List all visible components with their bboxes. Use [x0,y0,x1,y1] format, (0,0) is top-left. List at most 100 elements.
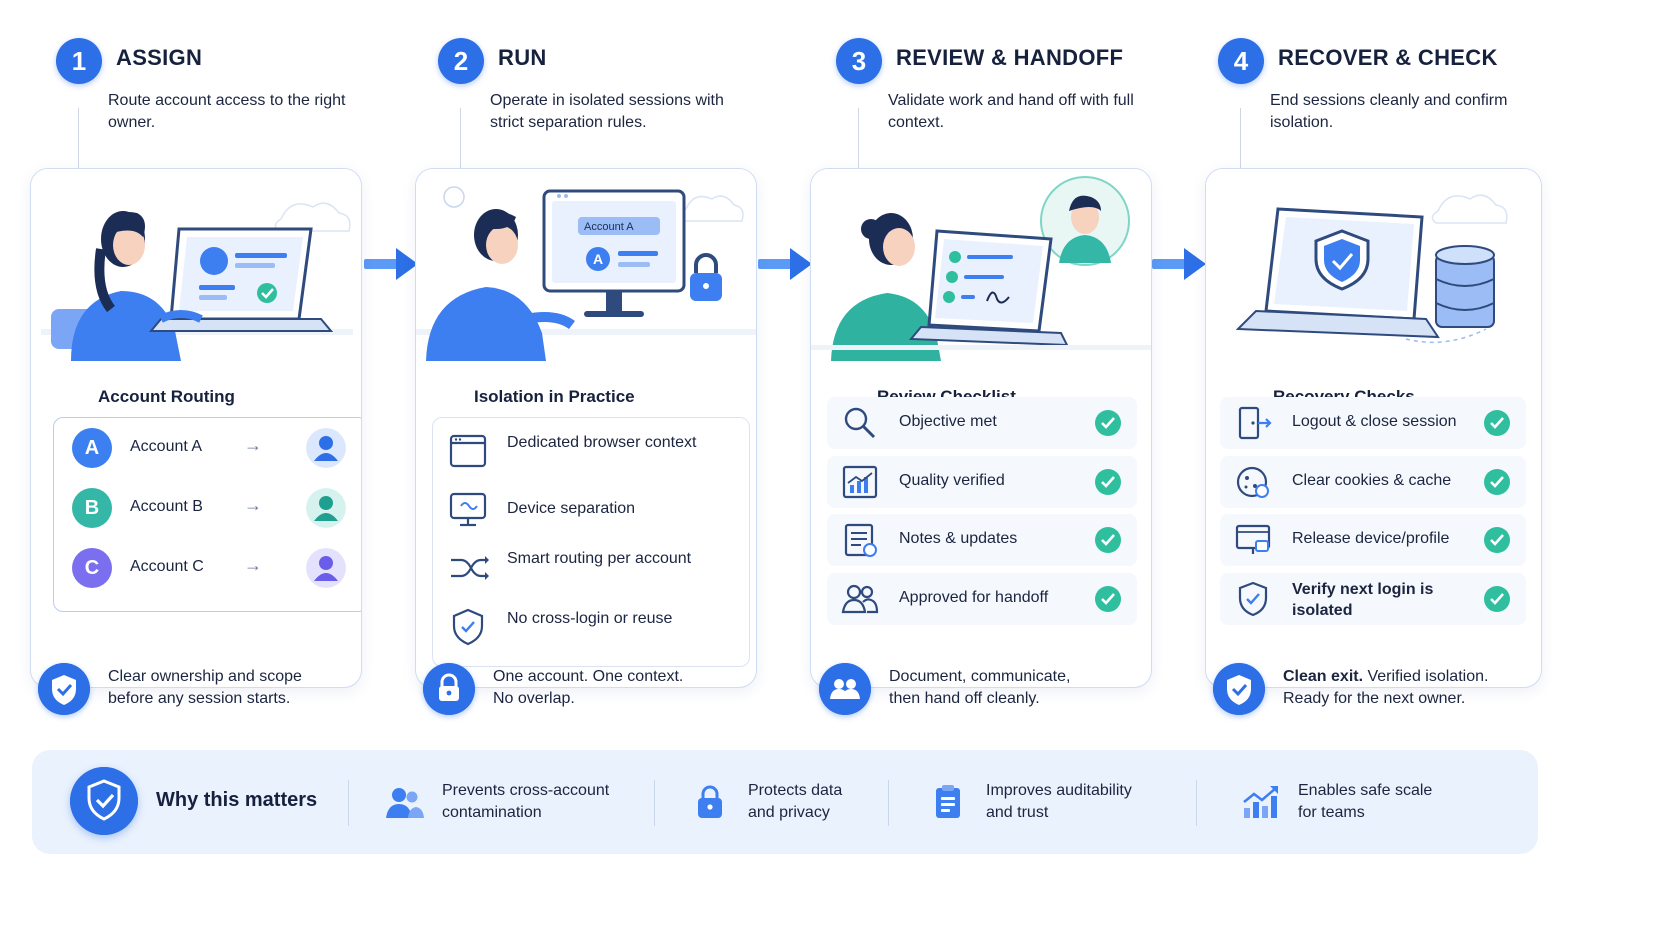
notes-icon [844,523,877,557]
people-icon [841,584,879,614]
banner-line: contamination [442,804,542,821]
user-avatar-icon [306,548,346,588]
check-icon [1484,469,1510,495]
isolation-text: Dedicated browser context [507,434,697,451]
card-title: Account Routing [98,387,235,406]
footer-text: Clean exit. Verified isolation. Ready fo… [1283,666,1603,710]
footer-line: Ready for the next owner. [1283,690,1466,707]
account-badge: A [72,428,112,468]
account-routing-card: Account Routing A Account A → B Account … [30,168,362,688]
reviewer-illustration [811,169,1151,361]
account-name: Account C [130,558,204,575]
checklist-text: Release device/profile [1292,530,1450,547]
isolation-text: No cross-login or reuse [507,610,673,627]
check-icon [1484,527,1510,553]
check-icon [1095,469,1121,495]
footer-line: before any session starts. [108,690,291,707]
isolation-list: Dedicated browser context Device separat… [432,417,750,667]
step-title: ASSIGN [116,45,203,70]
check-icon [1484,586,1510,612]
isolation-item: Smart routing per account [447,546,737,592]
check-icon [1095,410,1121,436]
screen-account-letter: A [593,251,603,267]
lock-icon [423,663,475,715]
flow-arrow-icon [1152,248,1206,280]
person-at-monitor-illustration: Account A A [416,169,756,361]
checklist-item: Verify next login is isolated [1220,573,1526,625]
routing-row-b: B Account B → [72,486,352,530]
why-this-matters-banner: Why this matters Prevents cross-account … [32,750,1538,854]
route-arrow: → [244,495,262,515]
isolation-text: Smart routing per account [507,550,692,567]
step-description: End sessions cleanly and confirm isolati… [1270,92,1508,131]
banner-item-text: Prevents cross-account contamination [442,780,662,824]
banner-title: Why this matters [156,789,318,811]
divider [888,780,889,826]
shield-check-icon [70,767,138,835]
routing-row-a: A Account A → [72,426,352,470]
footer-span: Verified isolation. [1363,668,1489,685]
step-description: Route account access to the right owner. [108,92,346,131]
step-description: Operate in isolated sessions with strict… [490,92,724,131]
banner-item-text: Protects data and privacy [748,780,968,824]
chart-icon [842,465,878,499]
check-icon [1484,410,1510,436]
browser-window-icon [449,434,487,468]
step-description: Validate work and hand off with full con… [888,92,1134,131]
footer-text: One account. One context. No overlap. [493,666,813,710]
screen-account-label: Account A [584,221,634,233]
routing-row-c: C Account C → [72,546,352,590]
checklist-item: Quality verified [827,456,1137,508]
secure-laptop-illustration [1206,169,1541,361]
banner-line: Protects data [748,782,843,799]
clipboard-icon [936,785,960,818]
cookie-icon [1236,466,1269,498]
shield-check-icon [1238,581,1268,617]
footer-line: Clear ownership and scope [108,668,302,685]
checklist-item: Logout & close session [1220,397,1526,449]
account-name: Account A [130,438,203,455]
checklist-item: Clear cookies & cache [1220,456,1526,508]
checklist-item: Notes & updates [827,514,1137,566]
footer-line: then hand off cleanly. [889,690,1040,707]
footer-line: Clean exit. Verified isolation. [1283,666,1603,688]
banner-line: and privacy [748,804,830,821]
routing-arrows-icon [451,556,489,580]
check-icon [1095,527,1121,553]
padlock-icon [698,785,722,818]
banner-line: Enables safe scale [1298,782,1433,799]
shield-check-icon [452,608,484,646]
shield-check-icon [38,663,90,715]
checklist-item: Approved for handoff [827,573,1137,625]
banner-line: Improves auditability [986,782,1132,799]
step-title: RECOVER & CHECK [1278,45,1498,70]
footer-text: Clear ownership and scope before any ses… [108,666,428,710]
shield-check-icon [1213,663,1265,715]
step-title: REVIEW & HANDOFF [896,45,1124,70]
team-icon [819,663,871,715]
isolation-card: Account A A Isolation in Practice Dedica… [415,168,757,688]
divider [654,780,655,826]
footer-bold: Clean exit. [1283,668,1364,685]
recovery-checks-card: Recovery Checks Logout & close session C… [1205,168,1542,688]
checklist-text: Verify next login is isolated [1292,581,1434,619]
step-number: 3 [836,38,882,84]
users-icon [386,788,424,818]
step-number: 1 [56,38,102,84]
review-checklist-card: Review Checklist Objective met Quality v… [810,168,1152,688]
flow-arrow-icon [758,248,812,280]
route-arrow: → [244,555,262,575]
banner-line: and trust [986,804,1049,821]
divider [1196,780,1197,826]
monitor-icon [449,492,487,527]
footer-line: No overlap. [493,690,575,707]
checklist-text: Notes & updates [899,530,1018,547]
banner-line: for teams [1298,804,1365,821]
card-title: Isolation in Practice [474,387,635,406]
banner-line: Prevents cross-account [442,782,610,799]
footer-line: Document, communicate, [889,668,1071,685]
logout-door-icon [1238,406,1272,440]
divider [348,780,349,826]
flow-arrow-icon [364,248,418,280]
checklist-text: Logout & close session [1292,413,1457,430]
